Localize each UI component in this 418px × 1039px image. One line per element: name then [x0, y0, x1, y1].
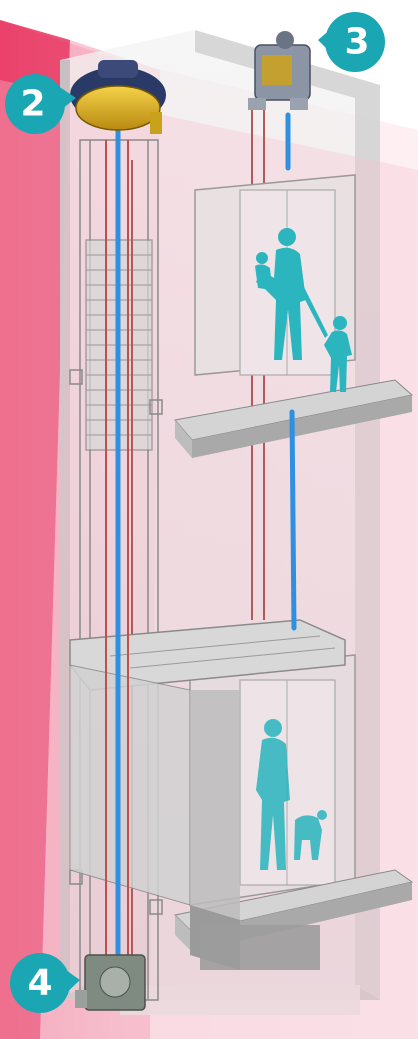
tension-pulley-icon — [75, 955, 145, 1010]
callout-number: 3 — [344, 22, 369, 63]
callout-number: 2 — [20, 84, 45, 125]
callout-badge-3: 3 — [318, 12, 385, 72]
callout-number: 4 — [27, 963, 52, 1004]
overspeed-governor-icon — [248, 31, 310, 110]
